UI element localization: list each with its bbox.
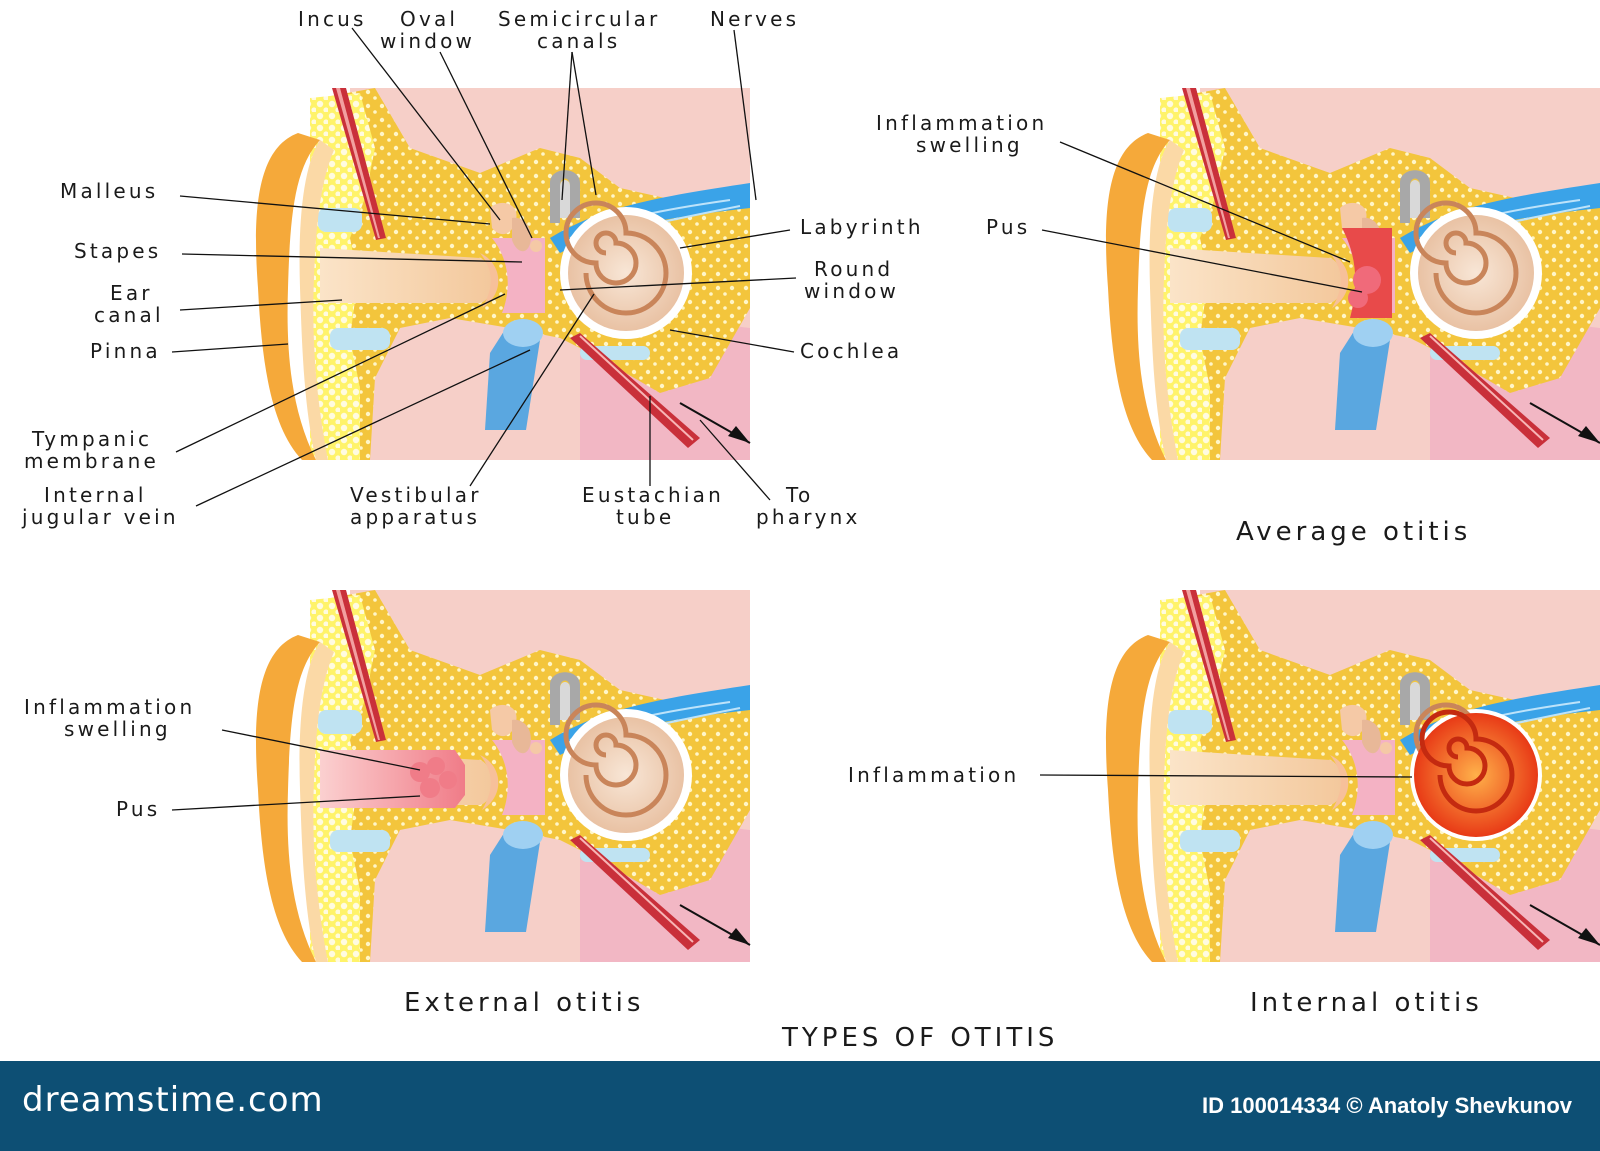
label-oval-window-1: Oval — [400, 7, 458, 31]
internal-labels: Inflammation Internal otitis — [848, 763, 1483, 1018]
external-labels: Inflammation swelling Pus External otiti… — [24, 695, 644, 1018]
label-semicircular-1: Semicircular — [498, 7, 660, 31]
label-malleus: Malleus — [60, 179, 158, 203]
label-pinna: Pinna — [90, 339, 161, 363]
label-jugular-2: jugular vein — [21, 505, 179, 529]
main-title: TYPES OF OTITIS — [781, 1023, 1058, 1053]
label-cochlea: Cochlea — [800, 339, 902, 363]
external-otitis-panel — [256, 590, 750, 962]
caption-internal-otitis: Internal otitis — [1250, 988, 1483, 1018]
label-round-window-2: window — [804, 279, 899, 303]
label-internal-inflammation: Inflammation — [848, 763, 1019, 787]
label-labyrinth: Labyrinth — [800, 215, 924, 239]
caption-average-otitis: Average otitis — [1236, 517, 1471, 547]
average-labels: Inflammation swelling Pus Average otitis — [876, 111, 1471, 547]
label-vestibular-1: Vestibular — [350, 483, 482, 507]
label-stapes: Stapes — [74, 239, 161, 263]
label-external-inflammation-2: swelling — [64, 717, 171, 741]
label-tympanic-2: membrane — [24, 449, 159, 473]
dreamstime-logo[interactable]: dreamstime.com — [22, 1080, 324, 1120]
internal-otitis-panel — [1106, 590, 1600, 962]
cochlea-inflammation — [1414, 713, 1538, 837]
label-average-pus: Pus — [986, 215, 1030, 239]
internal-leaders — [1039, 774, 1413, 778]
image-credit: ID 100014334 © Anatoly Shevkunov — [1201, 1093, 1572, 1118]
footer-bar — [0, 1061, 1600, 1151]
anatomy-leaders — [171, 27, 797, 507]
label-external-inflammation-1: Inflammation — [24, 695, 195, 719]
label-tympanic-1: Tympanic — [31, 427, 152, 451]
label-to-pharynx-1: To — [785, 483, 813, 507]
label-semicircular-2: canals — [537, 29, 620, 53]
label-jugular-1: Internal — [44, 483, 147, 507]
average-leaders — [1041, 141, 1363, 293]
label-average-inflammation-1: Inflammation — [876, 111, 1047, 135]
label-ear-canal-1: Ear — [110, 281, 153, 305]
external-leaders — [171, 729, 421, 811]
label-nerves: Nerves — [710, 7, 799, 31]
average-otitis-panel — [1106, 88, 1600, 460]
label-ear-canal-2: canal — [94, 303, 164, 327]
label-to-pharynx-2: pharynx — [756, 505, 861, 529]
anatomy-panel — [256, 88, 750, 460]
anatomy-labels: Incus Oval window Semicircular canals Ne… — [21, 7, 924, 529]
label-external-pus: Pus — [116, 797, 160, 821]
label-eustachian-2: tube — [616, 505, 674, 529]
caption-external-otitis: External otitis — [404, 988, 644, 1018]
label-round-window-1: Round — [814, 257, 893, 281]
label-average-inflammation-2: swelling — [916, 133, 1023, 157]
label-incus: Incus — [298, 7, 367, 31]
label-eustachian-1: Eustachian — [582, 483, 724, 507]
label-vestibular-2: apparatus — [350, 505, 480, 529]
label-oval-window-2: window — [380, 29, 475, 53]
